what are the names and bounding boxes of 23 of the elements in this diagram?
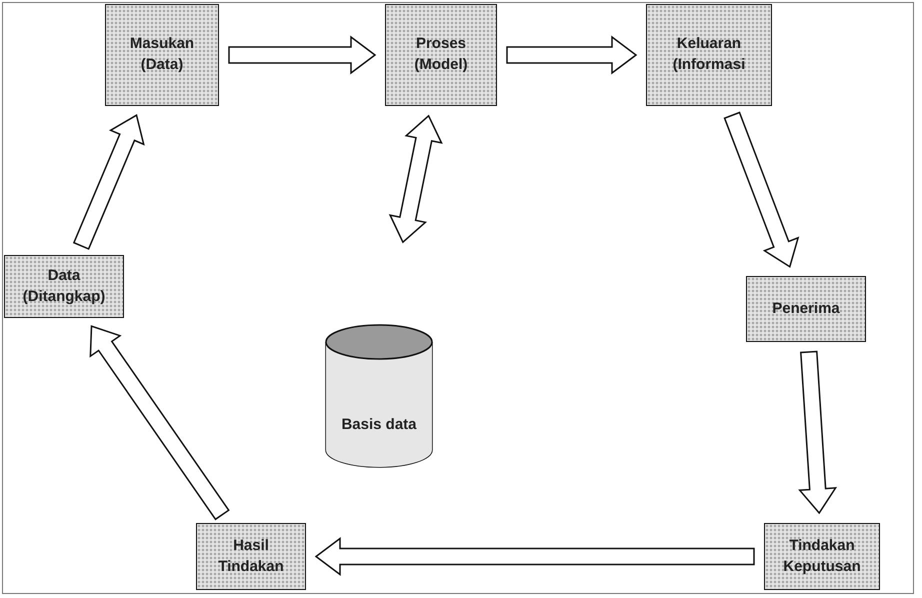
node-label: Proses (Model) <box>413 34 469 75</box>
node-label: Penerima <box>772 298 840 319</box>
node-label: Keluaran (Informasi <box>672 34 746 75</box>
block-arrow <box>506 36 638 74</box>
node-label: Masukan (Data) <box>128 34 196 75</box>
block-arrow <box>388 114 443 244</box>
block-arrow <box>314 537 755 576</box>
process-box <box>196 523 306 590</box>
process-box <box>746 276 866 342</box>
block-arrow <box>798 350 838 514</box>
node-label: Tindakan Keputusan <box>782 536 862 576</box>
node-label: Data (Ditangkap) <box>22 266 106 306</box>
block-arrow <box>90 325 230 520</box>
process-box <box>4 255 124 318</box>
process-box <box>646 4 772 106</box>
node-label: Hasil Tindakan <box>217 536 285 576</box>
process-box <box>105 4 219 106</box>
block-arrow <box>724 112 800 268</box>
block-arrow <box>228 36 376 74</box>
process-box <box>385 4 497 106</box>
node-label: Basis data <box>340 416 418 434</box>
block-arrow <box>72 114 145 250</box>
process-box <box>764 523 880 590</box>
